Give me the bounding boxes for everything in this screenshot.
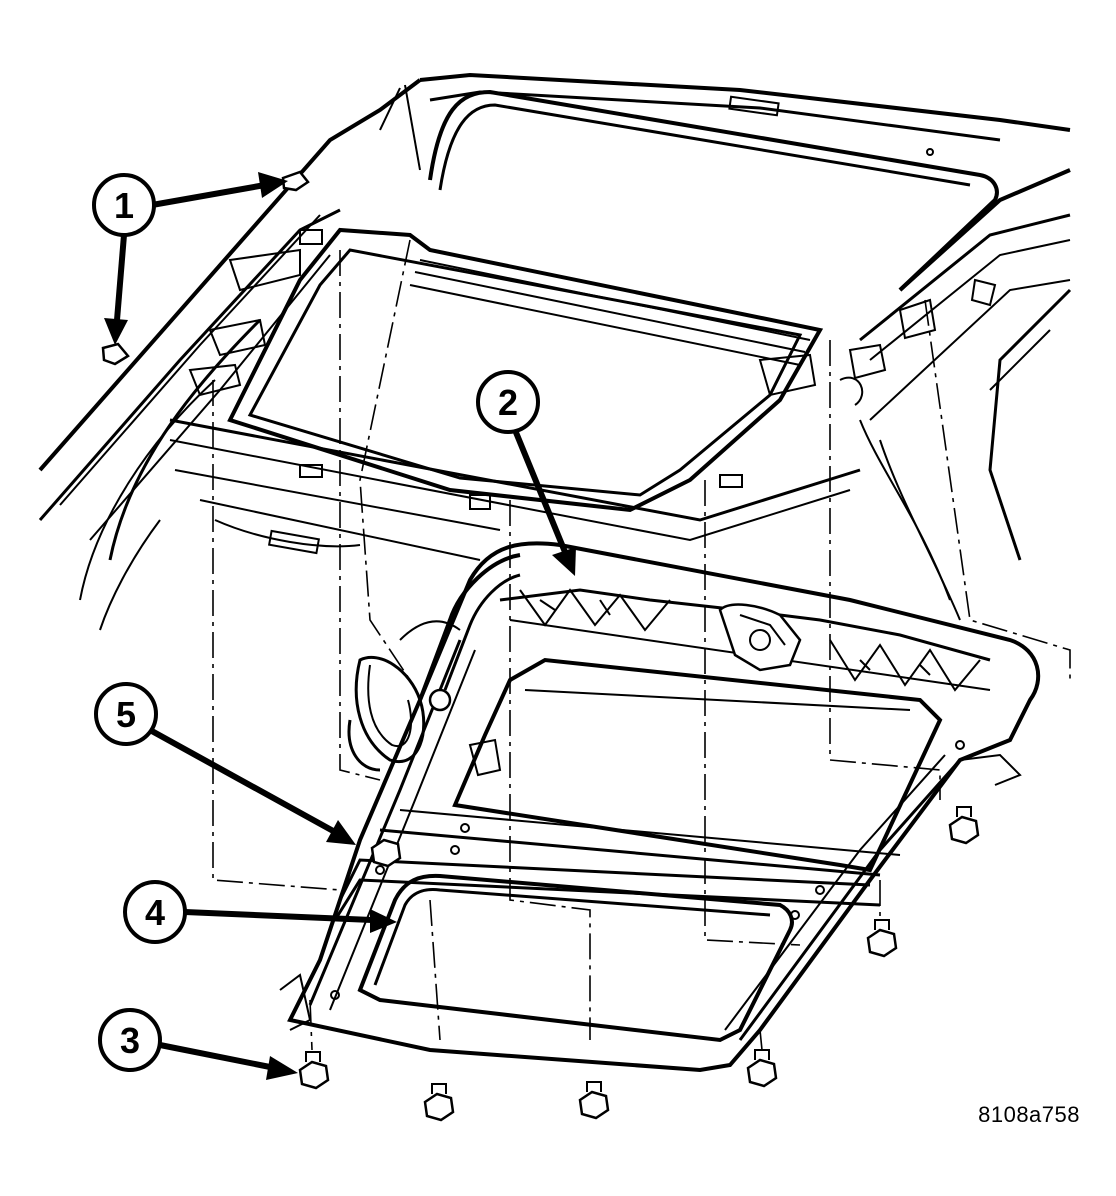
vehicle-roof-structure [38, 72, 1072, 631]
nut-icon [578, 1081, 610, 1120]
assembly-alignment-lines [212, 239, 1071, 1051]
nut-icon [298, 1051, 330, 1090]
callout-1-label: 1 [114, 185, 134, 226]
sunroof-frame [279, 541, 1041, 1073]
nut-icon [866, 919, 898, 958]
callout-1: 1 [92, 173, 156, 237]
callout-3: 3 [98, 1008, 162, 1072]
nut-icon [746, 1049, 778, 1088]
callout-5: 5 [94, 682, 158, 746]
nut-icon [370, 838, 402, 868]
callout-leaders [104, 172, 576, 1080]
nut-icon [423, 1083, 455, 1122]
callout-5-label: 5 [116, 694, 136, 735]
callout-2: 2 [476, 370, 540, 434]
truss-pattern [519, 588, 981, 692]
callout-4-label: 4 [145, 892, 165, 933]
callout-2-label: 2 [498, 382, 518, 423]
figure-id: 8108a758 [978, 1102, 1080, 1127]
callout-4: 4 [123, 880, 187, 944]
frame-holes [330, 740, 965, 1000]
mounting-nuts [298, 806, 980, 1122]
callout-3-label: 3 [120, 1020, 140, 1061]
nut-icon [948, 806, 980, 845]
